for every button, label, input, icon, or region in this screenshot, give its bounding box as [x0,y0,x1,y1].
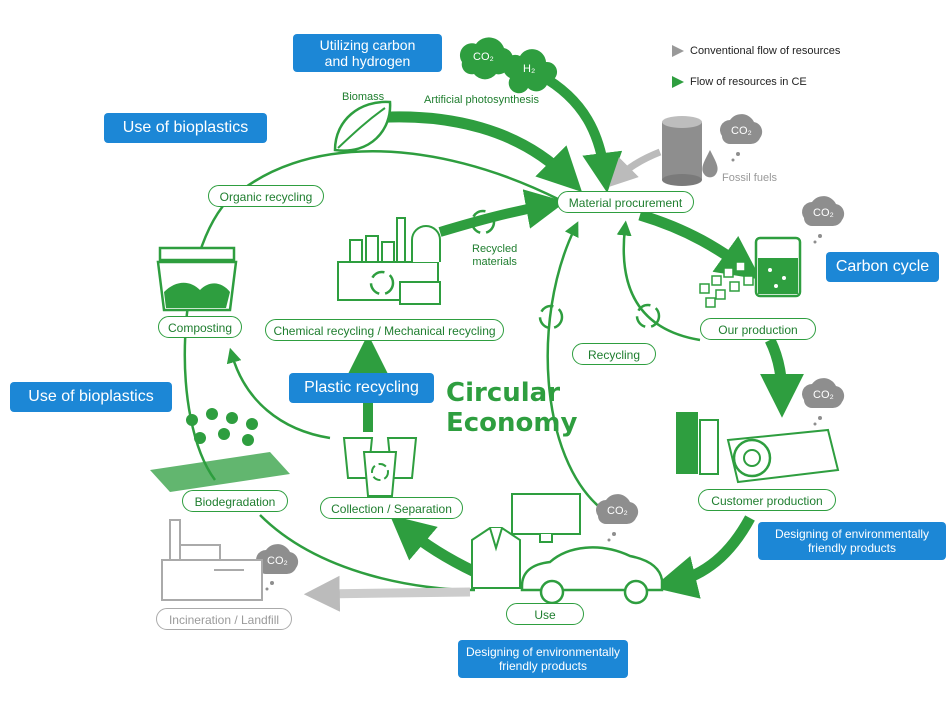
oil-barrel-icon [662,116,718,186]
plastic-recycling-box: Plastic recycling [289,373,434,403]
suit-icon [471,527,521,589]
co2-cloud-icon [255,544,299,591]
arrow-use-to-collection [389,515,478,577]
carbon-cycle-box: Carbon cycle [826,252,939,282]
co2-green-label: CO₂ [473,51,494,63]
node-biodegradation: Biodegradation [182,490,288,512]
utilizing-carbon-box: Utilizing carbon and hydrogen [293,34,442,72]
leaf-icon [333,100,392,152]
car-icon [520,546,664,605]
node-collection-separation: Collection / Separation [320,497,463,519]
bioplastics-left-box: Use of bioplastics [10,382,172,412]
arrow-recycled-to-procurement [438,189,566,237]
artificial-photosynthesis-label: Artificial photosynthesis [424,94,539,106]
node-chemical-mechanical: Chemical recycling / Mechanical recyclin… [265,319,504,341]
circular-economy-title: Circular Economy [446,378,577,438]
arrow-customer-to-use [652,515,755,599]
arrow-co2-to-procurement [537,70,623,193]
co2-gray-label-1: CO₂ [731,125,752,137]
gray-arrow-icon [672,45,684,58]
node-use: Use [506,603,584,625]
compost-bin-icon [156,246,238,312]
design-right-line1: Designing of environmentally [774,527,930,541]
title-line1: Circular [446,378,561,408]
tv-icon [511,493,581,543]
node-recycling: Recycling [572,343,656,365]
co2-gray-label-4: CO₂ [607,505,628,517]
co2-cloud-icon [720,114,763,162]
node-composting: Composting [158,316,242,338]
green-arrow-icon [672,76,684,89]
arrow-production-to-customer [759,337,804,418]
node-incineration: Incineration / Landfill [156,608,292,630]
recycled-materials-label: Recycled materials [472,243,517,269]
recycle-bins-icon [342,437,418,497]
legend-circular: Flow of resources in CE [672,76,807,89]
recycled-line1: Recycled [472,243,518,255]
node-our-production: Our production [700,318,816,340]
node-organic-recycling: Organic recycling [208,185,324,207]
co2-cloud-icon [802,378,845,426]
co2-gray-label-5: CO₂ [267,555,288,567]
outer-cycle-line [229,150,561,202]
utilizing-line2: and hydrogen [324,53,411,69]
arrow-procurement-to-production [638,209,762,280]
utilizing-line1: Utilizing carbon [319,37,416,53]
incinerator-icon [161,519,263,601]
node-material-procurement: Material procurement [557,191,694,213]
co2-gray-label-3: CO₂ [813,389,834,401]
design-right-line2: friendly products [807,541,897,555]
design-right-box: Designing of environmentally friendly pr… [758,522,946,560]
recycle-arrows-icon [369,270,395,296]
inner-loop-left [546,221,611,517]
biomass-label: Biomass [342,91,385,103]
h2-green-label: H₂ [523,63,536,75]
design-bottom-line2: friendly products [498,659,588,673]
film-rolls-icon [676,412,840,484]
co2-cloud-icon [802,196,845,244]
arrow-to-incineration [303,575,471,612]
co2-cloud-icon [595,494,639,542]
h2-cloud-icon [502,49,558,94]
legend-conventional-label: Conventional flow of resources [690,45,841,57]
node-customer-production: Customer production [698,489,836,511]
legend-conventional: Conventional flow of resources [672,45,841,58]
design-bottom-box: Designing of environmentally friendly pr… [458,640,628,678]
recycled-line2: materials [472,256,517,268]
arrow-biomass [369,111,583,192]
recycle-arrows-icon [470,209,661,330]
beaker-icon [754,236,802,298]
title-line2: Economy [446,408,578,438]
fossil-fuels-label: Fossil fuels [722,172,778,184]
pellets-icon [699,261,754,308]
design-bottom-line1: Designing of environmentally [465,645,621,659]
legend-circular-label: Flow of resources in CE [690,76,807,88]
arrow-to-composting [226,347,331,440]
bioplastics-top-box: Use of bioplastics [104,113,267,143]
sprouts-icon [150,408,290,492]
inner-loop-right [616,220,701,342]
arrow-fossil [609,148,662,187]
co2-cloud-icon [459,37,513,80]
co2-gray-label-2: CO₂ [813,207,834,219]
